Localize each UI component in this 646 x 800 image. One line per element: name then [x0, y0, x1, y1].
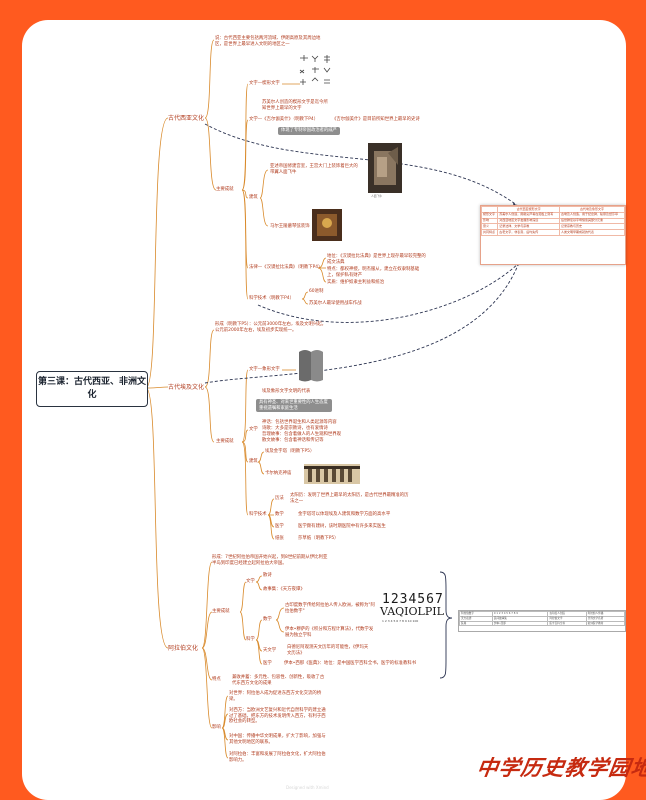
egypt-lit-p1: 神话：包括世界诞生和人类起源等内容	[262, 420, 337, 425]
egypt-paper-desc: 莎草纸（明教下P5）	[298, 536, 339, 541]
arab-inf-label: 影响	[212, 725, 221, 730]
table-cell: 伊本•西那	[491, 620, 549, 627]
west-asia-arch-desc: 亚述帝国修建宫室，王宫大门上装饰着巨大的带翼人面飞牛	[270, 164, 358, 175]
karnak-temple-image	[304, 462, 360, 484]
arab-math-label: 数学	[263, 617, 272, 622]
arab-med-desc: 伊本•西那《医典》：地位：是中国医学百科全书，医学的标准教科书	[284, 661, 417, 666]
west-asia-text-label: 文字—楔形文字	[249, 81, 280, 86]
west-asia-gray-note: 体现了专制帝国政治者的威严	[278, 127, 340, 135]
egypt-arch-label: 建筑	[249, 459, 258, 464]
west-asia-lit-label: 文学—《吉尔伽美什》（明教下P4）	[249, 117, 319, 122]
arab-feat-desc: 兼收并蓄：多元性、包容性、创新性，吸收了古代东西方文化的成果	[232, 675, 325, 686]
egypt-lit-p3: 哲理故事：包含着做人的人生观和世界观	[262, 432, 342, 437]
west-asia-sci-label: 科学技术（明教下P4）	[249, 296, 294, 301]
west-asia-main-label: 主要成就	[216, 187, 234, 192]
egypt-main-label: 主要成就	[216, 439, 234, 444]
table-cell: 欧洲医学教材	[585, 620, 626, 627]
arab-inf-p4: 对阿拉伯：丰富和发展了阿拉伯文化，扩大阿拉伯影响力。	[229, 752, 326, 763]
table-cell: 医典	[459, 620, 493, 627]
winged-bull-caption: 人面飞牛	[371, 194, 383, 198]
arab-numerals-row1: 1234567	[382, 592, 444, 607]
arab-math-p1: 古印度数字传给阿拉伯人传入欧洲，被称为"阿拉伯数字"	[285, 603, 375, 614]
arab-numerals-row3: 1 2 3 4 5 6 7 8 9 10 100	[382, 619, 419, 623]
west-asia-intro: 说：古代西亚主要包括两河流域、伊朗高原及其周边地区，是世界上最早进入文明的地区之…	[215, 36, 321, 47]
table-cell: 医学百科全书	[547, 620, 587, 627]
egypt-math-desc: 金字塔可以体现埃及人建筑和数学方面的高水平	[298, 512, 391, 517]
hieroglyph-tablet-image	[296, 348, 326, 384]
west-asia-arch-label: 建筑	[249, 195, 258, 200]
egypt-cal-desc: 太阳历：发明了世界上最早的太阳历，是古代世界最精准的历法之一	[290, 493, 409, 504]
arab-numerals-row2: VAQIOLPIL	[380, 605, 444, 618]
root-title: 第三课：古代西亚、非洲文化	[37, 377, 146, 400]
xmind-footer: Designed with Xmind	[286, 785, 329, 790]
cuneiform-glyphs-image	[298, 52, 342, 88]
arab-inf-p2: 对西方：当欧洲文艺复兴和近代自然科学的建立通过了基础，把东方的技术发明传入西方，…	[229, 708, 326, 725]
west-asia-lit-desc: 《吉尔伽美什》是目前所知世界上最早的史诗	[332, 117, 420, 122]
arab-astro-label: 天文学	[263, 648, 277, 653]
west-asia-hanging: 马尔王陵墓琴弦装饰	[270, 224, 310, 229]
arab-sci-label: 科学	[246, 637, 255, 642]
table-cell: 人类文明早期成就的代表	[558, 229, 626, 236]
egypt-math-label: 数学	[275, 512, 284, 517]
west-asia-sci-p1: 60进制	[309, 289, 324, 294]
table-cell: 共同特点	[480, 229, 499, 236]
egypt-med-desc: 医学颇有建树，该时期医院中有许多来实医生	[298, 524, 386, 529]
arab-main-label: 主要成就	[212, 609, 230, 614]
egypt-lit-p4: 散文故事：包含着神话和传记等	[262, 438, 324, 443]
egypt-lit-p2: 诗歌：大多是宗教诗，也有爱情诗	[262, 426, 328, 431]
branch-arab[interactable]: 阿拉伯文化	[168, 645, 199, 652]
winged-bull-image	[368, 143, 402, 193]
west-asia-law-label: 法律—《汉谟拉比法典》（明教下P4）	[249, 265, 323, 270]
egypt-med-label: 医学	[275, 524, 284, 529]
egypt-sci-label: 科学技术	[249, 512, 267, 517]
arab-inf-p1: 对世界：阿拉伯人成为促进东西方文化交流的桥梁。	[229, 691, 322, 702]
egypt-gray-note: 具有神圣、对来世重要性的人生态度重视遗嘱和家庭生活	[256, 399, 332, 412]
egypt-arch-p2: 卡尔纳克神庙	[265, 471, 292, 476]
egypt-text-label: 文字—象形文字	[249, 367, 280, 372]
arab-med-label: 医学	[263, 661, 272, 666]
west-asia-sci-p2: 苏美尔人最早使用战车作战	[309, 301, 362, 306]
egypt-arch-p1: 埃及金字塔（明教下P5）	[265, 449, 315, 454]
arab-inf-p3: 对中国：传播中华文明成果，扩大了影响，加强与其他文明地区的联系。	[229, 734, 326, 745]
branch-egypt[interactable]: 古代埃及文化	[168, 384, 205, 391]
watermark-logo: 中学历史教学园地	[475, 755, 646, 780]
egypt-cal-label: 历法	[275, 496, 284, 501]
branch-west-asia[interactable]: 古代西亚文化	[168, 115, 205, 122]
west-asia-law-p1: 地位：《汉谟拉比法典》是世界上现存最早较完整的成文法典	[327, 254, 426, 265]
egypt-paper-label: 纸张	[275, 536, 284, 541]
arab-lit-p2: 故事集：《天方夜谭》	[263, 587, 305, 592]
arab-formation: 形成：7世纪阿拉伯帝国开始兴起，到8世纪前期从伊比利亚半岛到印度已经建立起阿拉伯…	[212, 555, 328, 566]
comparison-table-arab: 阿拉伯数字 0 1 2 3 4 5 6 7 8 9 古印度人创造 阿拉伯人传播 …	[458, 610, 626, 632]
table-cell: 古老文字，非表音，后均失传	[497, 229, 560, 236]
egypt-text-desc: 埃及象形文字文明的代表	[262, 389, 311, 394]
arab-feat-label: 特点	[212, 677, 221, 682]
egypt-lit-label: 文学	[249, 427, 258, 432]
west-asia-law-p3: 实质：维护奴隶主利益和统治	[327, 280, 385, 285]
west-asia-law-p2: 特点：都权神授，明杰服从，建立在奴隶制基础上，保护私有财产	[327, 267, 420, 278]
arab-lit-label: 文学	[246, 579, 255, 584]
arab-lit-p1: 散诗	[263, 573, 272, 578]
west-asia-text-desc: 苏美尔人创造的楔形文字是迄今所知世界上最早的文字	[262, 100, 328, 111]
root-topic[interactable]: 第三课：古代西亚、非洲文化	[36, 371, 148, 407]
egypt-formation: 形成（明教下P5）：公元前3000年左右，埃及文明兴起。公元前2000年左右，埃…	[215, 322, 327, 333]
comparison-table-writing: 古代西亚楔形文字 古代埃及象形文字 楔形文字 苏美尔人创造，用削尖芦苇在泥板上刻…	[480, 205, 626, 265]
arab-astro-desc: 白德尼阿观测天文历年的可能性，《伊玛天文历法》	[287, 645, 369, 656]
arab-math-p2: 伊本•穆萨的《积分和方程计算法》，代数学发展为独立学科	[285, 627, 374, 638]
lyre-image	[312, 209, 342, 241]
